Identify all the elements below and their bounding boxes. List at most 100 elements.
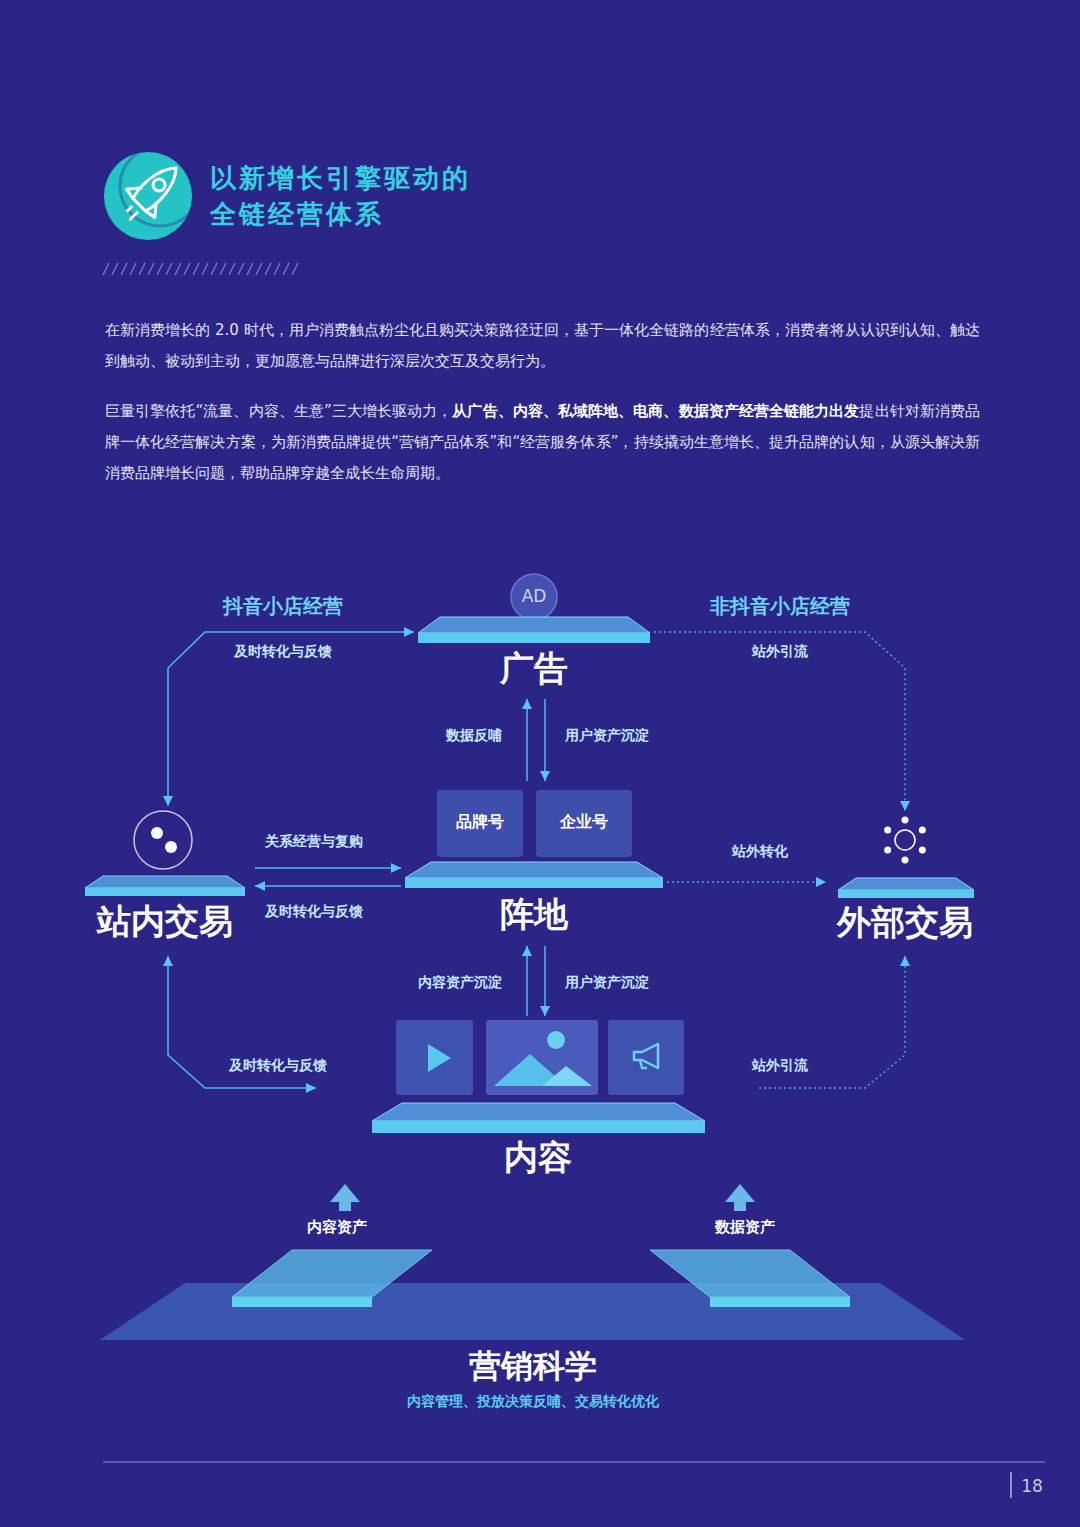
hatch-stroke [256,263,262,275]
paragraph: 在新消费增长的 2.0 时代，用户消费触点粉尘化且购买决策路径迂回，基于一体化全… [105,315,980,377]
connector-label: 用户资产沉淀 [562,974,652,992]
flow-heading: 抖音小店经营 [223,593,343,620]
node-subtitle: 内容管理、投放决策反哺、交易转化优化 [407,1393,659,1409]
hatch-stroke [265,263,271,275]
hatch-stroke [247,263,253,275]
node-title: 内容 [504,1138,572,1177]
image-icon-box [486,1020,598,1095]
page-number: 18 [1021,1476,1043,1496]
connector-label: 站外转化 [729,843,791,861]
rocket-fin [146,201,164,219]
hatch-stroke [121,263,127,275]
account-box: 品牌号 [437,790,523,857]
platform-top [405,862,663,878]
ad-badge: AD [510,573,558,621]
connector-label: 关系经营与复购 [262,833,366,851]
hatch-stroke [103,263,109,275]
rocket [112,154,190,232]
icon-ring [120,146,200,226]
platform-top [372,1103,705,1121]
hatch-stroke [148,263,154,275]
megaphone-symbol [634,1044,658,1068]
connector-label: 站外引流 [749,643,811,661]
flow-connector [255,867,401,869]
hatch-stroke [283,263,289,275]
hatch-stroke [238,263,244,275]
platform-top [85,876,245,888]
node-title: 数据资产 [715,1219,775,1236]
connector-label: 内容资产沉淀 [415,974,505,992]
body-text: 巨量引擎依托“流量、内容、生意”三大增长驱动力， [105,402,452,420]
node-title: 外部交易 [837,903,973,942]
connector-label: 用户资产沉淀 [562,727,652,745]
audio-icon-box [608,1020,684,1095]
connector-label: 及时转化与反馈 [226,1057,330,1075]
play-symbol [428,1044,451,1072]
platform-front [232,1297,372,1307]
hatch-stroke [211,263,217,275]
external-icon-dot [884,847,891,854]
connector-label: 数据反哺 [443,727,505,745]
platform-front [838,890,974,898]
hatch-stroke [202,263,208,275]
rocket-fin [125,181,143,199]
hatch-stroke [130,263,136,275]
body-text: 从广告、内容、私域阵地、电商、数据资产经营全链能力出发 [452,402,859,420]
page-bar [1010,1472,1012,1498]
platform-front [85,888,245,896]
stage-platform: 阵地品牌号企业号 [405,785,663,942]
external-icon-dot [919,827,926,834]
node-title: 内容资产 [307,1219,367,1236]
external-icon-dot [902,857,909,864]
flow-heading: 非抖音小店经营 [710,593,850,620]
hatch-stroke [220,263,226,275]
external-icon-dot [884,827,891,834]
stage-platform: 广告 [418,615,650,695]
rocket-flame [124,206,138,220]
shop-icon-ring [134,811,192,869]
platform-front [372,1121,705,1133]
foundation-band: 营销科学内容管理、投放决策反哺、交易转化优化内容资产数据资产 [100,1215,965,1415]
image-sun [547,1031,565,1049]
hatch-stroke [193,263,199,275]
block-arrow [734,1202,746,1211]
node-title: 品牌号 [456,813,504,831]
node-title: 站内交易 [97,902,233,941]
external-icon-ring [895,830,915,850]
stage-platform: 外部交易 [830,815,980,952]
account-box: 企业号 [536,790,632,857]
node-title: AD [522,587,547,607]
flow-connector [526,946,528,1016]
page-title: 以新增长引擎驱动的 全链经营体系 [210,160,630,232]
hatch-stroke [157,263,163,275]
asset-platform: 数据资产 [630,1215,860,1310]
flow-connector [544,699,546,781]
body-text: 在新消费增长的 2.0 时代，用户消费触点粉尘化且购买决策路径迂回，基于一体化全… [105,321,980,370]
video-icon-box [396,1020,473,1095]
flow-connector [654,632,905,811]
flow-connector [544,946,546,1016]
platform-top [232,1250,432,1297]
connector-label: 及时转化与反馈 [262,903,366,921]
platform-top [418,617,650,633]
node-shape [100,1215,965,1415]
flow-connector [667,881,826,883]
badge-circle [511,574,557,620]
image-mountain [542,1066,592,1086]
platform-top [838,878,974,890]
shop-icon-dot [151,827,163,839]
asset-platform: 内容资产 [222,1215,452,1310]
connector-label: 及时转化与反馈 [231,643,335,661]
shop-icon-dot [165,841,177,853]
hatch-stroke [274,263,280,275]
external-icon-dot [902,817,909,824]
flow-connector [255,885,401,887]
hatch-stroke [175,263,181,275]
external-icon-dot [919,847,926,854]
hatch-stroke [229,263,235,275]
icon-disc [104,152,192,240]
platform-front [405,878,663,888]
node-title: 广告 [500,649,568,688]
connector-label: 站外引流 [749,1057,811,1075]
